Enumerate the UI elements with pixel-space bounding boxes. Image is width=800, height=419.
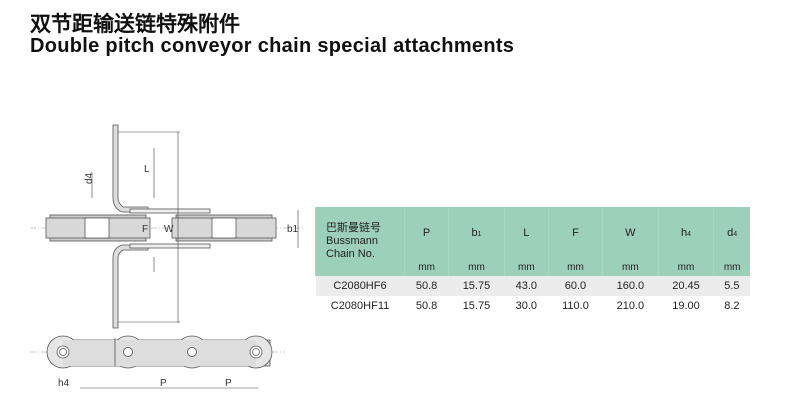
cell: 20.45: [658, 276, 714, 296]
unit: mm: [713, 259, 750, 276]
label-F: F: [142, 224, 148, 235]
label-P-1: P: [160, 378, 167, 389]
cell: 50.8: [404, 276, 449, 296]
header-en-2: Chain No.: [326, 248, 375, 260]
cell: 8.2: [724, 300, 740, 312]
title-chinese: 双节距输送链特殊附件: [30, 12, 240, 36]
unit: mm: [503, 259, 549, 276]
chain-no-header: 巴斯曼链号 Bussmann Chain No.: [315, 207, 405, 276]
header-en-1: Bussmann: [326, 235, 378, 247]
title-english: Double pitch conveyor chain special atta…: [30, 35, 515, 57]
label-d4: d4: [84, 172, 95, 184]
table-row: C2080HF6 50.8 15.75 43.0 60.0 160.0 20.4…: [315, 276, 750, 296]
unit: mm: [657, 259, 714, 276]
col-header: h4: [657, 207, 714, 259]
cell: C2080HF11: [330, 300, 390, 312]
label-b1: b1: [287, 224, 299, 235]
table-row: C2080HF11 50.8 15.75 30.0 110.0 210.0 19…: [316, 296, 751, 316]
label-h4: h4: [58, 378, 70, 389]
col-header: b1: [448, 207, 505, 259]
cell: 60.0: [548, 276, 603, 296]
header-cn: 巴斯曼链号: [326, 222, 381, 234]
unit: mm: [448, 259, 505, 276]
col-header: W: [602, 207, 659, 259]
unit: mm: [547, 259, 603, 276]
cell: 15.75: [462, 300, 491, 312]
col-header: d4: [713, 207, 750, 259]
label-P-2: P: [225, 378, 232, 389]
cell: 15.75: [448, 276, 505, 296]
chain-side-view: [46, 335, 273, 369]
cell: 5.5: [713, 276, 750, 296]
chain-diagram: d4 L F W b1 h4 P P: [30, 124, 305, 389]
cell: C2080HF6: [315, 276, 405, 296]
cell: 19.00: [672, 300, 700, 312]
unit: mm: [602, 259, 659, 276]
cell: 210.0: [616, 300, 645, 312]
col-header: P: [403, 207, 449, 259]
col-header: F: [547, 207, 603, 259]
label-W: W: [164, 224, 174, 235]
cell: 43.0: [504, 276, 549, 296]
cell: 30.0: [515, 300, 538, 312]
unit: mm: [403, 259, 449, 276]
spec-table: 巴斯曼链号 Bussmann Chain No. P b1 L F W h4 d…: [315, 207, 750, 316]
attachment-plate: [112, 124, 211, 329]
col-header: L: [503, 207, 549, 259]
chain-rollers: [45, 214, 277, 242]
label-L: L: [144, 164, 150, 175]
cell: 160.0: [602, 276, 659, 296]
cell: 50.8: [415, 300, 438, 312]
cell: 110.0: [562, 300, 589, 312]
